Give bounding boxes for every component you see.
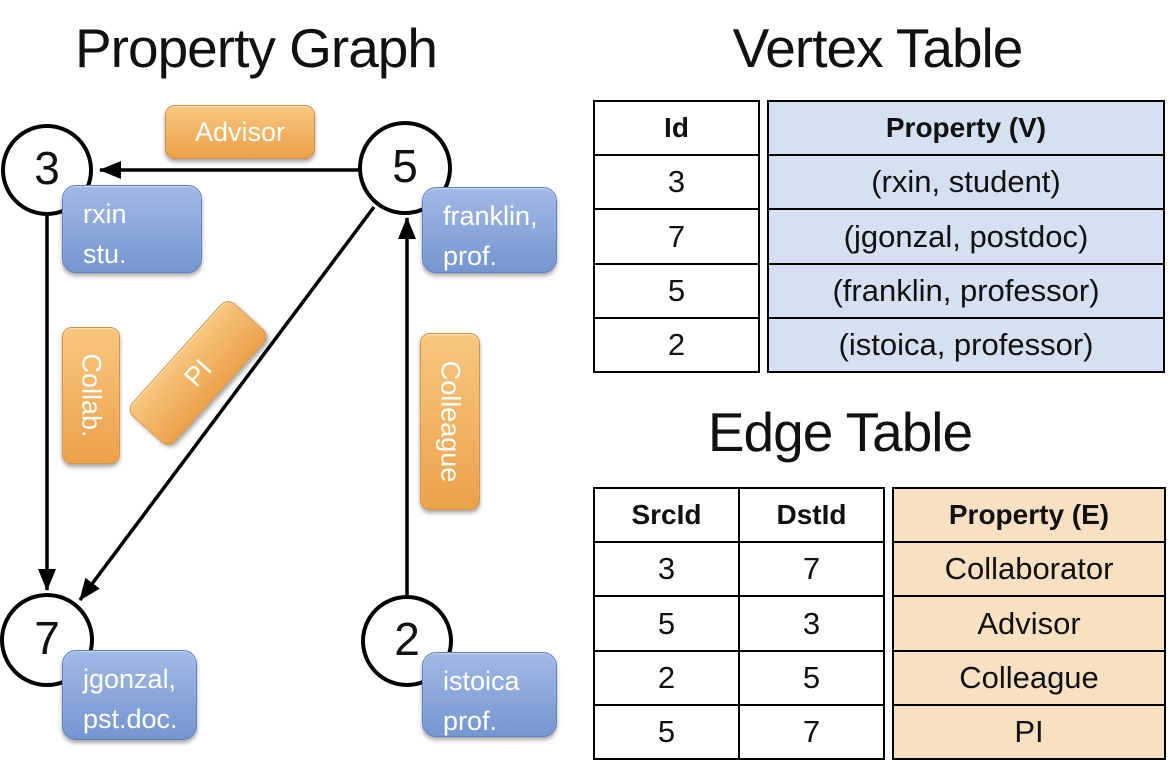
edge-label-collab: Collab. xyxy=(62,327,120,464)
edge-table-title: Edge Table xyxy=(707,401,973,463)
vertex-table-row-id: 2 xyxy=(595,316,758,371)
node-3-property-box: rxin stu. xyxy=(62,185,202,273)
node-2-id: 2 xyxy=(394,612,420,665)
vertex-table-id-header: Id xyxy=(664,112,689,144)
node-5-property-line1: franklin, xyxy=(443,201,538,231)
edge-table-id-row: 5 3 xyxy=(595,595,883,650)
node-3-property-line1: rxin xyxy=(83,199,127,229)
edge-table-row-property: PI xyxy=(894,703,1164,759)
node-7-property-line1: jgonzal, xyxy=(83,664,177,694)
node-7-id: 7 xyxy=(34,611,60,664)
node-5-id: 5 xyxy=(392,139,418,192)
node-5-property-box: franklin, prof. xyxy=(422,187,557,273)
edge-table-row-property: Advisor xyxy=(894,595,1164,650)
vertex-table-id-column: Id 3 7 5 2 xyxy=(593,100,760,373)
vertex-table-row-property: (rxin, student) xyxy=(769,154,1163,209)
edge-table-src-cell: 5 xyxy=(657,605,676,641)
vertex-table-property-header: Property (V) xyxy=(769,102,1163,155)
edge-label-colleague: Colleague xyxy=(420,333,480,510)
edge-table-property-header: Property (E) xyxy=(894,489,1164,542)
vertex-table-title: Vertex Table xyxy=(732,17,1024,79)
edge-table-id-header-row: SrcId DstId xyxy=(595,489,883,542)
edge-table-dst-cell: 7 xyxy=(738,543,883,596)
edge-label-colleague-text: Colleague xyxy=(435,360,466,483)
edge-label-advisor-text: Advisor xyxy=(194,116,286,147)
node-2-property-box: istoica prof. xyxy=(422,652,557,737)
edge-label-collab-text: Collab. xyxy=(76,353,107,438)
property-graph-title: Property Graph xyxy=(74,17,438,79)
edge-table-row-property: Collaborator xyxy=(894,541,1164,596)
edge-table-srcid-header: SrcId xyxy=(631,499,702,531)
edge-arrow-5-to-7 xyxy=(78,205,376,602)
edge-table-src-cell: 2 xyxy=(657,659,676,695)
vertex-table-row-id: 3 xyxy=(595,154,758,208)
edge-table-dst-cell: 5 xyxy=(738,651,883,704)
edge-table-id-row: 5 7 xyxy=(595,703,883,759)
edge-table-id-columns: SrcId DstId 3 7 5 3 2 5 5 7 xyxy=(593,487,885,760)
node-3-id: 3 xyxy=(34,141,60,194)
edge-table-row-property: Colleague xyxy=(894,649,1164,704)
node-3-property-line2: stu. xyxy=(83,239,127,269)
node-2-property-line1: istoica xyxy=(443,666,520,696)
edge-table-dst-cell: 7 xyxy=(738,705,883,759)
node-5-property-line2: prof. xyxy=(443,241,498,271)
vertex-table-row-property: (jgonzal, postdoc) xyxy=(769,208,1163,263)
edge-label-advisor: Advisor xyxy=(165,105,315,159)
vertex-table-row-property: (franklin, professor) xyxy=(769,262,1163,317)
edge-label-pi-text: PI xyxy=(177,353,218,393)
node-7-property-box: jgonzal, pst.doc. xyxy=(62,650,197,740)
vertex-table-property-column: Property (V) (rxin, student) (jgonzal, p… xyxy=(767,100,1165,373)
vertex-table-row-property: (istoica, professor) xyxy=(769,316,1163,372)
edge-table-src-cell: 5 xyxy=(657,713,676,749)
edge-table-dst-cell: 3 xyxy=(738,597,883,650)
edge-table-id-row: 3 7 xyxy=(595,541,883,596)
vertex-table-row-id: 5 xyxy=(595,262,758,317)
node-7-property-line2: pst.doc. xyxy=(83,704,178,734)
node-2-property-line2: prof. xyxy=(443,706,498,736)
edge-table-src-cell: 3 xyxy=(657,551,676,587)
edge-table-dstid-header: DstId xyxy=(738,489,883,542)
vertex-table-row-id: 7 xyxy=(595,208,758,262)
edge-table-id-row: 2 5 xyxy=(595,649,883,704)
edge-table-property-column: Property (E) Collaborator Advisor Collea… xyxy=(892,487,1166,760)
